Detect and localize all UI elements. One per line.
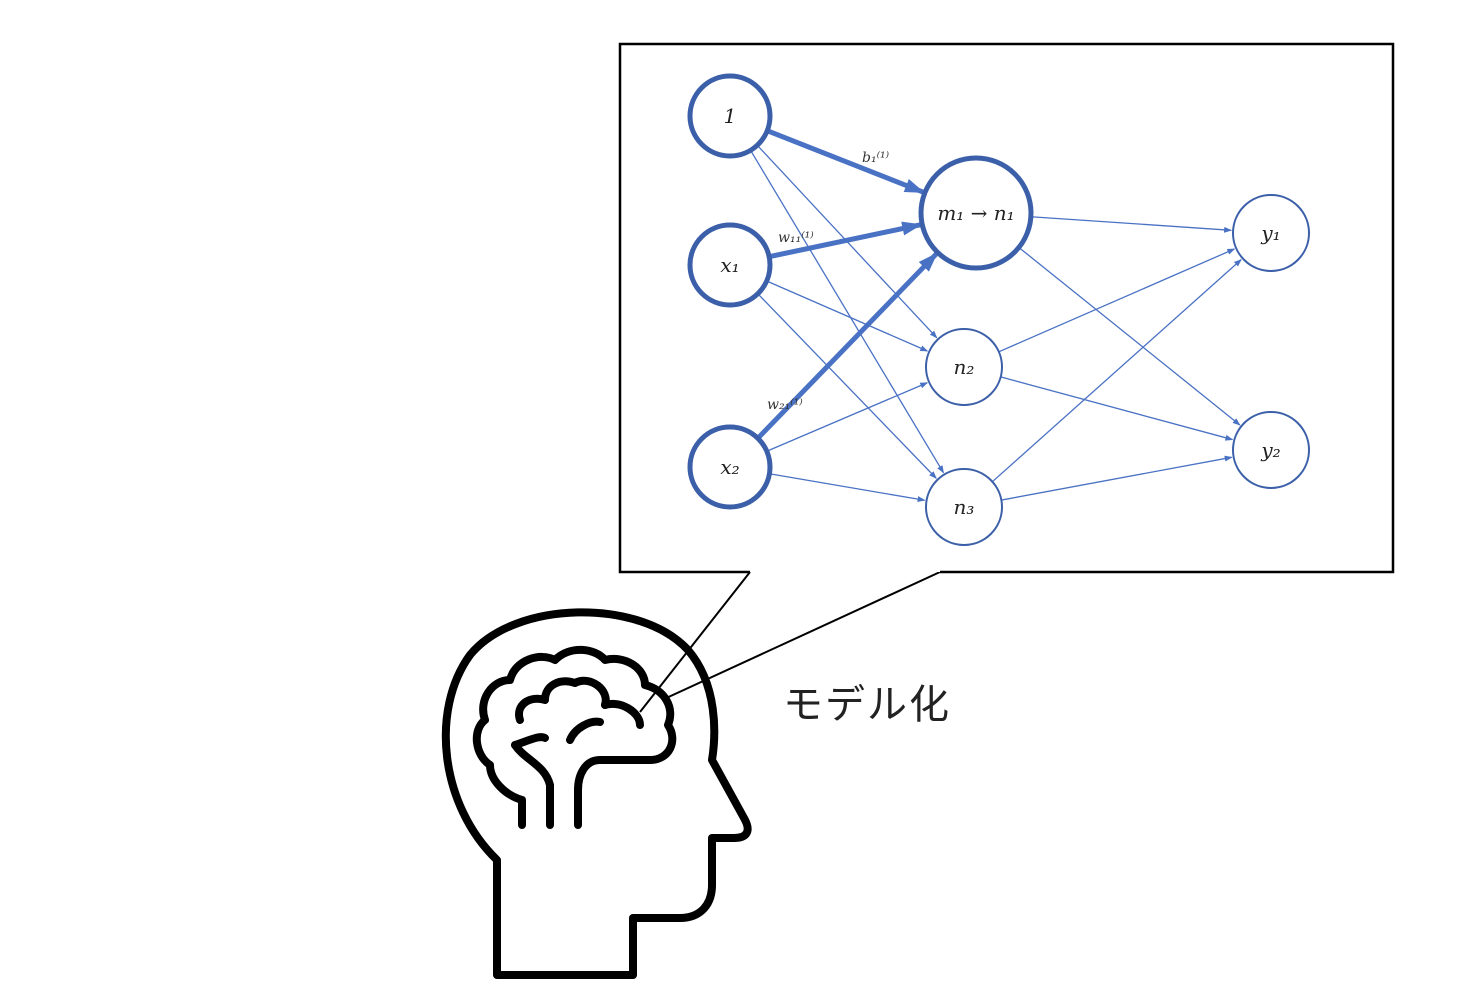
- node-circle: [925, 468, 1003, 546]
- edge-label-w11: w₁₁⁽¹⁾: [778, 230, 814, 246]
- edge-x2-h3: [769, 473, 926, 503]
- brain-head-icon: [441, 608, 752, 979]
- node-label: y₁: [1260, 221, 1280, 245]
- modeling-caption: モデル化: [783, 682, 951, 728]
- node-label: x₁: [720, 253, 739, 277]
- node-label: 1: [724, 104, 737, 128]
- edge-h1-y2: [1018, 246, 1241, 426]
- node-circle: [918, 155, 1034, 271]
- node-circle: [925, 328, 1003, 406]
- edge-x1-h1: [768, 221, 923, 260]
- edge-x1-h2: [766, 280, 929, 352]
- node-label: x₂: [720, 455, 739, 479]
- network-nodes: 1 x₁ x₂ m₁ → n₁ n₂ n₃ y₁ y₂: [687, 73, 1310, 546]
- node-circle: [1232, 194, 1310, 272]
- edge-h2-y1: [998, 248, 1236, 353]
- edge-h2-y2: [1000, 376, 1234, 441]
- edge-x2-h2: [766, 382, 929, 452]
- edge-bias-h3: [749, 149, 945, 474]
- edge-x2-h1: [756, 252, 939, 441]
- node-label: y₂: [1260, 438, 1280, 462]
- node-circle: [1232, 411, 1310, 489]
- edge-label-w21: w₂₁⁽¹⁾: [767, 397, 803, 413]
- edge-x1-h3: [757, 293, 937, 479]
- node-x2: x₂: [687, 424, 773, 510]
- node-h2: n₂: [925, 328, 1003, 406]
- edge-h1-y1: [1030, 216, 1233, 233]
- edge-label-bias: b₁⁽¹⁾: [862, 150, 890, 166]
- node-label: n₃: [954, 495, 975, 519]
- speech-bubble: [618, 42, 1395, 713]
- node-circle: [687, 222, 773, 308]
- network-edges: [749, 128, 1242, 503]
- edge-h3-y1: [991, 258, 1242, 483]
- node-h3: n₃: [925, 468, 1003, 546]
- node-y1: y₁: [1232, 194, 1310, 272]
- node-bias: 1: [687, 73, 773, 159]
- edge-bias-h1: [766, 128, 925, 195]
- node-x1: x₁: [687, 222, 773, 308]
- node-h1: m₁ → n₁: [918, 155, 1034, 271]
- node-y2: y₂: [1232, 411, 1310, 489]
- edge-h3-y2: [1001, 455, 1233, 501]
- node-label: n₂: [954, 355, 975, 379]
- edge-labels: b₁⁽¹⁾ w₁₁⁽¹⁾ w₂₁⁽¹⁾: [767, 150, 890, 413]
- node-label: m₁ → n₁: [937, 201, 1014, 225]
- node-circle: [687, 73, 773, 159]
- node-circle: [687, 424, 773, 510]
